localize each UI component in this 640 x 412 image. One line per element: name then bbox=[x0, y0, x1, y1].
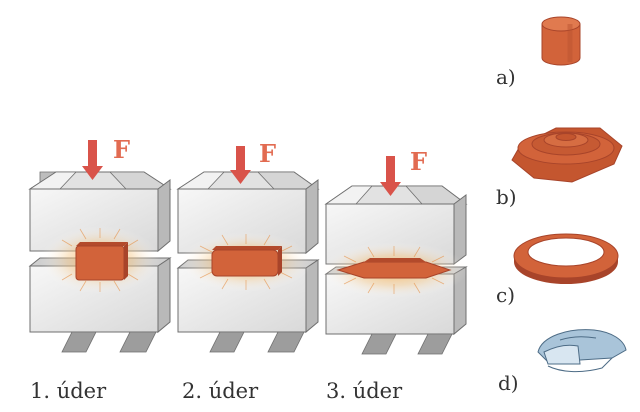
press-step-3: F 3. úder bbox=[320, 147, 468, 403]
step-label-2: 2. úder bbox=[182, 379, 259, 403]
step-label-3: 3. úder bbox=[326, 379, 403, 403]
part-b-stepped-forging bbox=[512, 128, 622, 182]
part-label-d: d) bbox=[498, 371, 519, 395]
step-label-1: 1. úder bbox=[30, 379, 107, 403]
part-label-a: a) bbox=[496, 65, 516, 89]
part-label-c: c) bbox=[496, 283, 515, 307]
force-label-1: F bbox=[113, 135, 130, 164]
workpiece-2 bbox=[212, 246, 282, 276]
press-step-1: F 1. úder bbox=[30, 135, 170, 403]
force-label-2: F bbox=[259, 139, 276, 168]
part-label-b: b) bbox=[496, 185, 517, 209]
part-d-cutaway bbox=[538, 330, 626, 372]
workpiece-1 bbox=[76, 242, 128, 280]
part-a-cylinder bbox=[542, 17, 580, 65]
press-step-2: F 2. úder bbox=[178, 139, 318, 403]
force-label-3: F bbox=[410, 147, 427, 176]
part-c-ring bbox=[514, 234, 618, 284]
